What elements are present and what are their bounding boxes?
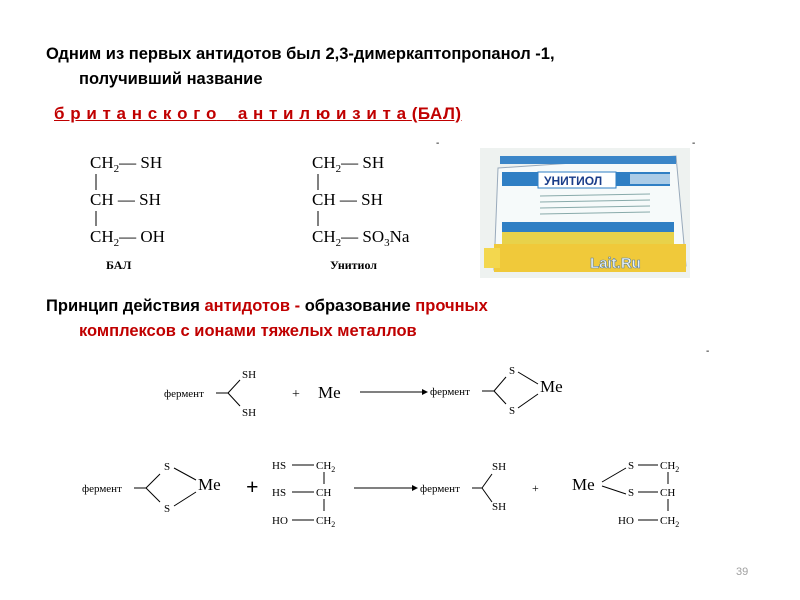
slide-number: 39 (736, 566, 749, 578)
unithiol-row-1: CH2— SH (312, 153, 384, 175)
enzyme-label: фермент (82, 483, 122, 495)
ch2-group: CH2 (316, 515, 335, 529)
sulfur-bottom: S (628, 487, 634, 499)
thiol-group-bottom: SH (492, 501, 506, 513)
plus-sign: + (246, 474, 259, 499)
bond-line (145, 473, 161, 489)
bond-line (481, 473, 493, 489)
principle-paragraph: Принцип действия антидотов - образование… (46, 294, 488, 344)
thiol-group-bottom: SH (242, 407, 256, 419)
principle-antidotes: антидотов - (204, 297, 305, 315)
thiol-group: HS (272, 487, 286, 499)
unithiol-row-2: CH — SH (312, 190, 383, 209)
enzyme-label: фермент (164, 388, 204, 400)
unithiol-formula: CH2— SH CH — SH CH2— SO3Na Унитиол (312, 153, 410, 272)
hydroxyl-group: HO (618, 515, 634, 527)
principle-strong: прочных (415, 297, 488, 315)
ch2-group: CH2 (660, 515, 679, 529)
intro-paragraph: Одним из первых антидотов был 2,3-димерк… (46, 42, 555, 92)
bond-line (517, 393, 539, 409)
bond-line (601, 485, 627, 495)
arrow-head (412, 485, 418, 491)
hydroxyl-group: HO (272, 515, 288, 527)
principle-text-2: образование (304, 297, 416, 315)
ch-group: CH (660, 487, 675, 499)
ch2-group: CH2 (660, 460, 679, 474)
metal-label: Me (198, 475, 221, 494)
bond-line (517, 371, 539, 385)
tick-mark: - (692, 138, 696, 149)
tick-mark: - (706, 346, 710, 357)
bond-line (173, 467, 197, 481)
bond-line (227, 392, 241, 407)
package-brand: УНИТИОЛ (544, 174, 602, 188)
package-watermark: Lait.Ru (590, 255, 641, 272)
highlight-word-1: б р и т а н с к о г о (54, 104, 217, 123)
metal-label: Me (318, 383, 341, 402)
unithiol-label: Унитиол (330, 258, 377, 272)
unithiol-package-photo: УНИТИОЛ Lait.Ru (480, 148, 690, 278)
sulfur-top: S (164, 461, 170, 473)
bond-line (481, 487, 493, 503)
bond-line (493, 390, 507, 405)
bal-label: БАЛ (106, 258, 131, 272)
package-illustration: УНИТИОЛ Lait.Ru (480, 148, 690, 278)
intro-line-2: получивший название (79, 70, 263, 88)
principle-line-2: комплексов с ионами тяжелых металлов (79, 322, 417, 340)
thiol-group: HS (272, 460, 286, 472)
bal-row-2: CH — SH (90, 190, 161, 209)
bond-line (145, 487, 161, 503)
arrow-head (422, 389, 428, 395)
ch2-group: CH2 (316, 460, 335, 474)
enzyme-label: фермент (430, 386, 470, 398)
intro-line-1: Одним из первых антидотов был 2,3-димерк… (46, 45, 555, 63)
bond-line (601, 467, 627, 483)
thiol-group-top: SH (242, 369, 256, 381)
bal-formula: CH2— SH CH — SH CH2— OH БАЛ (90, 153, 165, 272)
highlight-word-2: а н т и л ю и з и т а (237, 104, 407, 123)
sulfur-top: S (509, 365, 515, 377)
highlight-name: б р и т а н с к о г о а н т и л ю и з и … (54, 104, 462, 124)
sulfur-bottom: S (509, 405, 515, 417)
bond-line (173, 491, 197, 507)
tick-mark: - (436, 138, 440, 149)
reaction-2-diagram: фермент S S Me + HS CH2 HS CH HO CH2 фер… (82, 460, 679, 529)
ch-group: CH (316, 487, 331, 499)
enzyme-label: фермент (420, 483, 460, 495)
plus-sign: + (292, 387, 300, 402)
plus-sign: + (532, 481, 539, 495)
metal-label: Me (540, 377, 563, 396)
bal-row-3: CH2— OH (90, 227, 165, 249)
bond-line (493, 376, 507, 392)
principle-text-1: Принцип действия (46, 297, 205, 315)
metal-label: Me (572, 475, 595, 494)
sulfur-top: S (628, 460, 634, 472)
highlight-abbr: (БАЛ) (411, 104, 462, 123)
bal-row-1: CH2— SH (90, 153, 162, 175)
sulfur-bottom: S (164, 503, 170, 515)
thiol-group-top: SH (492, 461, 506, 473)
reaction-1-diagram: фермент SH SH + Me фермент S S Me (164, 365, 563, 419)
unithiol-row-3: CH2— SO3Na (312, 227, 410, 249)
bond-line (227, 379, 241, 394)
